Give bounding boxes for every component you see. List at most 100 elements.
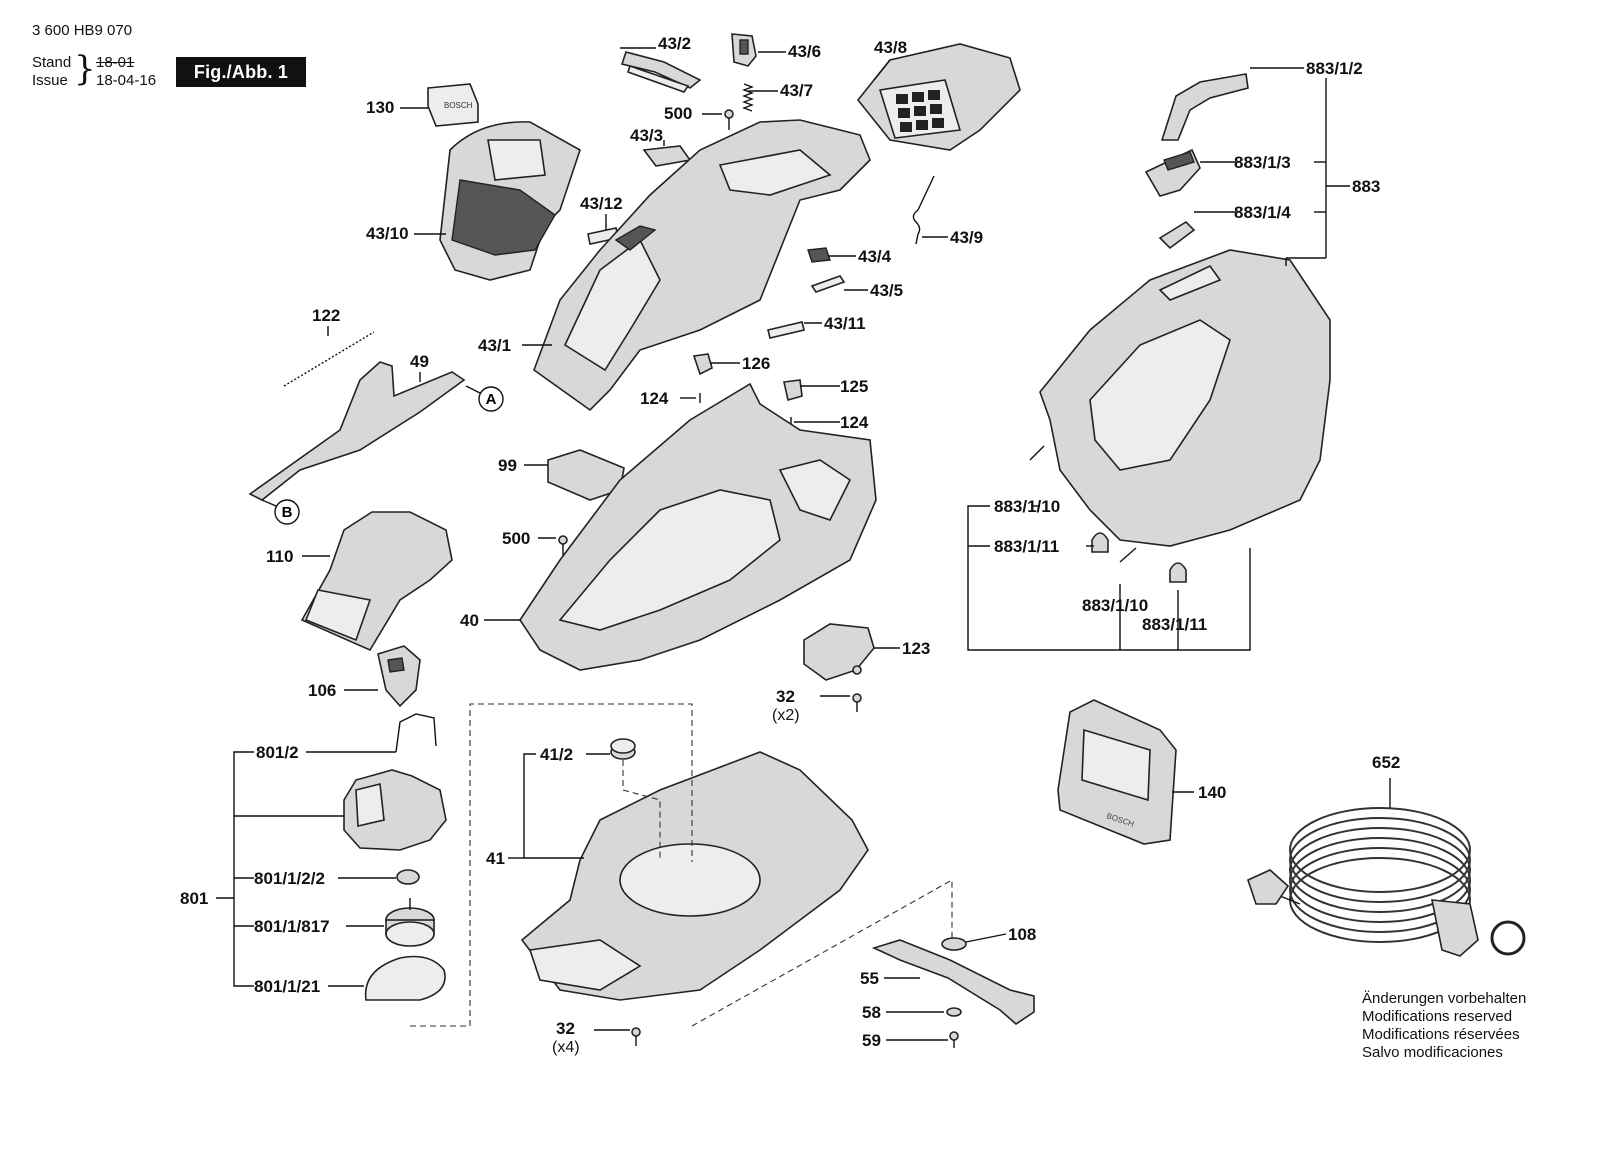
callout-32-a-qty: (x2) xyxy=(772,707,800,724)
marker-b: B xyxy=(261,499,300,525)
part-883-grassbox xyxy=(1039,249,1331,547)
callout-122: 122 xyxy=(312,306,341,325)
callout-41-2: 41/2 xyxy=(540,745,574,764)
part-43-11 xyxy=(767,321,805,339)
part-883-1-4-clip xyxy=(1158,220,1196,250)
callout-32-b: 32 xyxy=(556,1019,575,1038)
callout-59: 59 xyxy=(862,1031,881,1050)
callout-883-1-10-a: 883/1/10 xyxy=(994,497,1061,516)
part-43-10-cover xyxy=(439,121,581,281)
callout-801-1-817: 801/1/817 xyxy=(254,917,330,936)
part-43-1-housing xyxy=(533,119,871,412)
callout-43-7: 43/7 xyxy=(780,81,814,100)
part-43-6 xyxy=(731,33,757,67)
part-32-screw-b xyxy=(631,1027,641,1046)
note-line-es: Salvo modificaciones xyxy=(1362,1044,1503,1061)
part-40-chassis xyxy=(519,382,877,671)
part-130-badge: BOSCH xyxy=(427,83,479,127)
part-801-1-21-belt xyxy=(364,955,446,1001)
part-801-1-817-pulley xyxy=(385,898,435,947)
part-108-washer xyxy=(941,937,967,951)
issue-label: Issue xyxy=(32,72,68,89)
part-43-4 xyxy=(807,247,831,263)
callout-58: 58 xyxy=(862,1003,881,1022)
marker-a-label: A xyxy=(486,391,497,408)
callout-108: 108 xyxy=(1008,925,1037,944)
part-801-1-2-2 xyxy=(396,869,420,885)
document-number: 3 600 HB9 070 xyxy=(32,22,133,39)
assembly-path-bushing xyxy=(622,760,661,860)
part-801-2-bracket xyxy=(395,713,437,753)
header-brace: } xyxy=(74,49,96,89)
part-43-5 xyxy=(810,275,846,293)
issue-date: 18-04-16 xyxy=(96,72,157,89)
part-32-screw-a xyxy=(852,665,862,712)
callout-110: 110 xyxy=(266,547,294,566)
callout-801-2: 801/2 xyxy=(256,743,299,762)
stand-label: Stand xyxy=(32,54,72,71)
callout-55: 55 xyxy=(860,969,879,988)
stand-date-struck: 18-01 xyxy=(96,54,135,71)
part-122-spring xyxy=(283,331,375,387)
part-883-1-11-cap-b xyxy=(1169,562,1187,583)
callout-123: 123 xyxy=(902,639,931,658)
callout-130: 130 xyxy=(366,98,395,117)
part-43-2 xyxy=(620,51,702,93)
callout-500-top: 500 xyxy=(664,104,693,123)
callout-43-12: 43/12 xyxy=(580,194,623,213)
part-883-1-11-cap-a xyxy=(1091,532,1109,553)
part-123-deflector xyxy=(803,623,875,681)
callout-125: 125 xyxy=(840,377,869,396)
callout-126: 126 xyxy=(742,354,771,373)
callout-883-1-11-b: 883/1/11 xyxy=(1142,615,1208,634)
callout-124-a: 124 xyxy=(640,389,669,408)
callout-32-b-qty: (x4) xyxy=(552,1039,580,1056)
assembly-path-deck xyxy=(469,703,693,1026)
callout-43-9: 43/9 xyxy=(950,228,984,247)
part-140-cover: BOSCH xyxy=(1057,699,1177,845)
leader-lines xyxy=(216,47,1391,1041)
callout-500-lower: 500 xyxy=(502,529,531,548)
callout-140: 140 xyxy=(1198,783,1227,802)
marker-a: A xyxy=(465,385,504,412)
part-43-9-spring xyxy=(912,175,935,245)
note-line-en: Modifications reserved xyxy=(1362,1008,1513,1025)
callout-883-1-2: 883/1/2 xyxy=(1306,59,1363,78)
callout-106: 106 xyxy=(308,681,337,700)
callout-883-1-10-b: 883/1/10 xyxy=(1082,596,1149,615)
callout-43-5: 43/5 xyxy=(870,281,904,300)
part-883-1-10-pin-b xyxy=(1119,547,1137,563)
part-110-flap xyxy=(300,511,453,652)
callout-883-1-4: 883/1/4 xyxy=(1234,203,1291,222)
part-59-screw xyxy=(949,1031,959,1048)
callout-99: 99 xyxy=(498,456,517,475)
part-883-1-2-handle xyxy=(1160,73,1249,141)
callout-41: 41 xyxy=(486,849,505,868)
part-49-lever xyxy=(248,361,466,501)
callout-43-10: 43/10 xyxy=(366,224,409,243)
callout-49: 49 xyxy=(410,352,429,371)
part-55-blade xyxy=(871,939,1035,1026)
callout-43-1: 43/1 xyxy=(478,336,512,355)
part-500-screw-top xyxy=(724,109,734,130)
callout-43-8: 43/8 xyxy=(874,38,908,57)
part-43-8-keypad-cover xyxy=(856,43,1021,151)
callout-124-b: 124 xyxy=(840,413,869,432)
callout-43-4: 43/4 xyxy=(858,247,892,266)
figure-label-badge: Fig./Abb. 1 xyxy=(176,57,306,87)
callout-32-a: 32 xyxy=(776,687,795,706)
part-41-deck xyxy=(520,751,869,1001)
part-883-1-10-pin-a xyxy=(1029,445,1045,461)
note-line-de: Änderungen vorbehalten xyxy=(1362,990,1527,1007)
callout-801-1-2-2: 801/1/2/2 xyxy=(254,869,325,888)
part-125 xyxy=(783,379,803,402)
part-43-3 xyxy=(642,145,692,167)
callout-883-1-11-a: 883/1/11 xyxy=(994,537,1060,556)
part-43-7-spring xyxy=(742,83,754,112)
callout-43-6: 43/6 xyxy=(788,42,822,61)
part-883-1-3-indicator xyxy=(1144,148,1201,197)
part-652-cable xyxy=(1247,807,1526,957)
callout-40: 40 xyxy=(460,611,479,630)
